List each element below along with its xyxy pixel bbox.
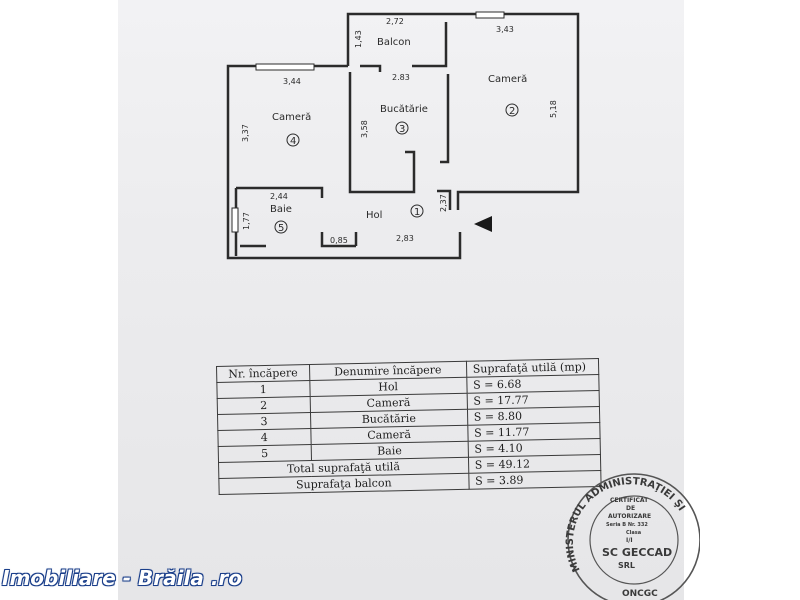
- label-camera-4: Cameră: [272, 112, 311, 123]
- outer-wall-top: [346, 12, 580, 210]
- room4-bottom-wall: [236, 186, 324, 198]
- outer-wall-left: [226, 64, 462, 260]
- room-number-1: 1: [414, 207, 420, 218]
- dim-bucatarie-height: 3,58: [360, 120, 369, 138]
- room-number-2: 2: [509, 106, 515, 117]
- dim-door-width: 0,85: [330, 236, 348, 245]
- cell-nr: 1: [216, 380, 310, 399]
- stamp-line-2: DE: [626, 505, 635, 512]
- dim-baie-height: 1,77: [242, 212, 251, 230]
- stamp-line-4: Seria B Nr. 332: [606, 522, 648, 528]
- dim-balcon-height: 1,43: [354, 30, 363, 48]
- paper-sheet: [118, 0, 684, 600]
- dim-hol-height: 2,37: [439, 194, 448, 212]
- room-number-circle-4: [286, 133, 300, 147]
- floor-plan: Balcon Cameră Bucătărie Cameră Baie Hol …: [226, 11, 580, 260]
- room-number-3: 3: [399, 124, 405, 135]
- window-room2: [475, 11, 505, 19]
- label-balcon: Balcon: [377, 37, 411, 48]
- cell-nr: 2: [217, 396, 311, 415]
- watermark-logo: Imobiliare - Brăila .ro: [2, 566, 243, 590]
- dim-hol-width: 2,83: [396, 234, 414, 243]
- room-number-circle-3: [395, 121, 409, 135]
- stamp-line-5: Clasa: [626, 530, 641, 536]
- label-bucatarie: Bucătărie: [380, 104, 428, 115]
- cell-nr: 5: [218, 444, 312, 463]
- dim-cam4-height: 3,37: [241, 124, 250, 142]
- balcon-wall: [360, 64, 382, 72]
- dim-balcon-width: 2,72: [386, 17, 404, 26]
- room-number-circle-2: [505, 103, 519, 117]
- room-number-5: 5: [278, 223, 284, 234]
- baie-right-wall: [320, 232, 356, 248]
- stamp-line-7: SC GECCAD: [602, 546, 672, 559]
- dim-cam2-height: 5,18: [549, 100, 558, 118]
- window-baie: [231, 207, 239, 233]
- stamp-line-8: SRL: [618, 561, 635, 570]
- kitchen-wall-right: [440, 74, 450, 164]
- hol-wall-right: [437, 189, 452, 210]
- window-room4: [255, 63, 315, 71]
- dim-baie-width: 2,44: [270, 192, 288, 201]
- area-table: Nr. încăpere Denumire încăpere Suprafaţă…: [216, 358, 602, 495]
- balcon-divider: [412, 22, 448, 68]
- entrance-arrow-icon: [474, 216, 492, 232]
- room-number-circle-1: [410, 204, 424, 218]
- label-camera-2: Cameră: [488, 74, 527, 85]
- official-stamp: MINISTERUL ADMINISTRAŢIEI ŞI ONCGC CERTI…: [565, 473, 700, 600]
- header-nr: Nr. încăpere: [216, 364, 310, 383]
- stamp-ring-bottom: ONCGC: [622, 589, 658, 599]
- label-baie: Baie: [270, 204, 292, 215]
- stamp-line-3: AUTORIZARE: [608, 513, 651, 520]
- room-number-4: 4: [290, 136, 296, 147]
- label-hol: Hol: [366, 210, 382, 221]
- dim-cam4-width: 3,44: [283, 77, 301, 86]
- dim-bucatarie-width: 2.83: [392, 73, 410, 82]
- room-number-circle-5: [274, 220, 288, 234]
- stamp-line-1: CERTIFICAT: [610, 497, 649, 504]
- cell-nr: 3: [217, 412, 311, 431]
- cell-nr: 4: [217, 428, 311, 447]
- stamp-line-6: I/I: [626, 537, 633, 544]
- dim-cam2-width: 3,43: [496, 25, 514, 34]
- top-stamp-fragment: [540, 0, 600, 10]
- kitchen-wall-left: [348, 72, 416, 194]
